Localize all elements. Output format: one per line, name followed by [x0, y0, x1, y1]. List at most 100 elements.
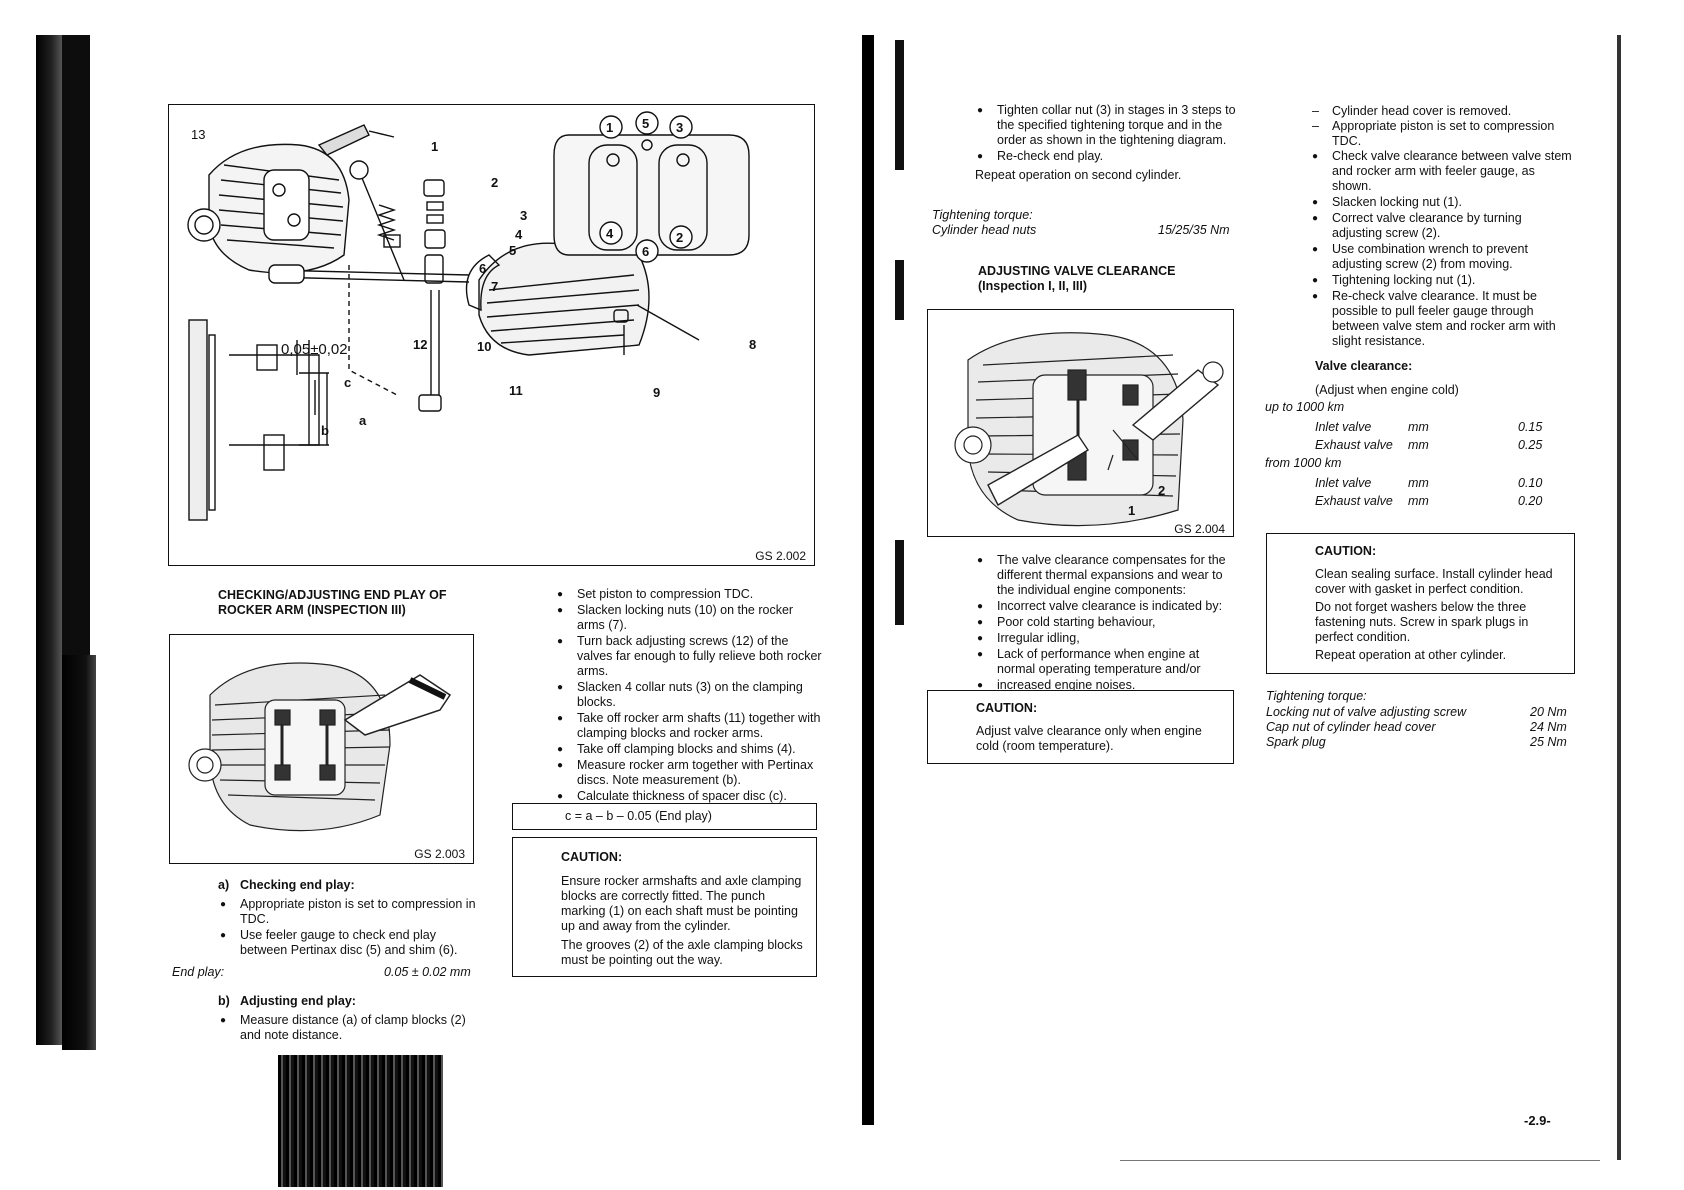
callout-endplay: 0,05±0,02	[281, 341, 348, 358]
rocker-assembly-illustration	[187, 111, 750, 521]
list-item: Tighten collar nut (3) in stages in 3 st…	[975, 103, 1240, 148]
valve-clearance-illustration	[954, 332, 1224, 527]
caution-box-engine-cold: CAUTION: Adjust valve clearance only whe…	[927, 690, 1234, 764]
callout-4: 4	[515, 227, 523, 242]
caution-title: CAUTION:	[561, 850, 623, 864]
figure-end-play-photo: GS 2.003	[169, 634, 474, 864]
scan-edge-left-bottom	[62, 655, 96, 1050]
end-play-photo-illustration	[188, 662, 452, 832]
list-item: Correct valve clearance by turning adjus…	[1310, 211, 1575, 241]
scan-right-edge	[1617, 35, 1621, 1160]
sub-label-b: b)	[218, 994, 230, 1008]
spec-value: 0.20	[1518, 494, 1543, 508]
callout-3: 3	[520, 208, 528, 223]
callout-7: 7	[491, 279, 499, 294]
order-number-1: 1	[606, 120, 614, 135]
formula-text: c = a – b – 0.05 (End play)	[565, 809, 712, 823]
scan-gutter-blob-1	[895, 40, 904, 170]
list-item: Set piston to compression TDC.	[555, 587, 823, 602]
callout-8: 8	[749, 337, 757, 352]
torque-value: 24 Nm	[1530, 720, 1567, 734]
list-item: Tightening locking nut (1).	[1310, 273, 1575, 288]
spec-name: Exhaust valve	[1315, 494, 1393, 508]
caution-title: CAUTION:	[976, 701, 1038, 715]
scan-gutter-mark	[862, 35, 874, 1125]
scan-bottom-block	[278, 1055, 443, 1187]
torque-label: Tightening torque:	[1266, 689, 1367, 703]
list-item: Calculate thickness of spacer disc (c).	[555, 789, 823, 804]
figure-valve-clearance-photo: 2 1 GS 2.004	[927, 309, 1234, 537]
checking-end-play: a) Checking end play: Appropriate piston …	[218, 878, 480, 959]
spec-unit: mm	[1408, 494, 1429, 508]
spec-name: Inlet valve	[1315, 420, 1372, 434]
sub-title-adjusting: Adjusting end play:	[240, 994, 356, 1008]
spec-unit: mm	[1408, 438, 1429, 452]
range-up-to: up to 1000 km	[1265, 400, 1345, 414]
end-play-steps: Set piston to compression TDC. Slacken l…	[555, 587, 823, 805]
scan-gutter-blob-2	[895, 260, 904, 320]
end-play-value: 0.05 ± 0.02 mm	[384, 965, 471, 979]
list-item: Cylinder head cover is removed.	[1310, 104, 1575, 119]
spec-unit: mm	[1408, 476, 1429, 490]
caution-title: CAUTION:	[1315, 544, 1377, 558]
callout-12: 12	[413, 337, 428, 352]
list-item: Re-check valve clearance. It must be pos…	[1310, 289, 1575, 349]
caution-text: Repeat operation at other cylinder.	[1315, 648, 1507, 662]
scan-gutter-blob-3	[895, 540, 904, 625]
scan-edge-left-notch	[62, 35, 90, 655]
list-item: The valve clearance compensates for the …	[975, 553, 1240, 598]
callout-1: 1	[1128, 503, 1136, 518]
spec-value: 0.10	[1518, 476, 1543, 490]
callout-a: a	[359, 413, 367, 428]
list-item: increased engine noises.	[975, 678, 1240, 693]
section-heading-valve-clearance: ADJUSTING VALVE CLEARANCE (Inspection I,…	[978, 264, 1176, 293]
formula-box: c = a – b – 0.05 (End play)	[512, 803, 817, 830]
order-number-3: 3	[676, 120, 684, 135]
order-number-4: 4	[606, 226, 614, 241]
spec-name: Exhaust valve	[1315, 438, 1393, 452]
callout-6: 6	[479, 261, 487, 276]
list-item: Lack of performance when engine at norma…	[975, 647, 1240, 677]
collar-nut-steps: Tighten collar nut (3) in stages in 3 st…	[975, 103, 1240, 183]
scan-edge-left	[36, 35, 62, 1045]
figure-rocker-assembly: 13 1 2 3 4 5 6 7 12 10 11 9 8 0,05±0,02 …	[168, 104, 815, 566]
list-item: Take off rocker arm shafts (11) together…	[555, 711, 823, 741]
list-item: Measure rocker arm together with Pertina…	[555, 758, 823, 788]
list-item: Turn back adjusting screws (12) of the v…	[555, 634, 823, 679]
torque-label: Tightening torque:	[932, 208, 1033, 222]
figure-code: GS 2.004	[1174, 522, 1225, 536]
sub-title-checking: Checking end play:	[240, 878, 355, 892]
callout-5: 5	[509, 243, 517, 258]
list-item: Incorrect valve clearance is indicated b…	[975, 599, 1240, 614]
list-item: Take off clamping blocks and shims (4).	[555, 742, 823, 757]
valve-clearance-note: (Adjust when engine cold)	[1315, 383, 1459, 397]
order-number-2: 2	[676, 230, 684, 245]
list-item: Check valve clearance between valve stem…	[1310, 149, 1575, 194]
order-number-6: 6	[642, 244, 650, 259]
caution-text: The grooves (2) of the axle clamping blo…	[561, 938, 803, 967]
figure-code: GS 2.002	[755, 549, 806, 563]
caution-box-rocker-shafts: CAUTION: Ensure rocker armshafts and axl…	[512, 837, 817, 977]
torque-value: 20 Nm	[1530, 705, 1567, 719]
sub-label-a: a)	[218, 878, 230, 892]
callout-13: 13	[191, 127, 206, 142]
callout-2: 2	[1158, 483, 1166, 498]
adjusting-end-play: b)Adjusting end play: Measure distance (…	[218, 994, 480, 1044]
callout-9: 9	[653, 385, 661, 400]
torque-value: 25 Nm	[1530, 735, 1567, 749]
list-item: Slacken 4 collar nuts (3) on the clampin…	[555, 680, 823, 710]
list-item: Use combination wrench to prevent adjust…	[1310, 242, 1575, 272]
list-item: Irregular idling,	[975, 631, 1240, 646]
list-item: Slacken locking nuts (10) on the rocker …	[555, 603, 823, 633]
list-item: Appropriate piston is set to compression…	[218, 897, 480, 927]
page-number: -2.9-	[1524, 1113, 1551, 1128]
callout-2: 2	[491, 175, 499, 190]
caution-text: Clean sealing surface. Install cylinder …	[1315, 567, 1553, 596]
callout-11: 11	[509, 383, 523, 398]
spec-name: Inlet valve	[1315, 476, 1372, 490]
repeat-note: Repeat operation on second cylinder.	[975, 168, 1182, 182]
torque-value: 15/25/35 Nm	[1158, 223, 1230, 237]
spec-value: 0.25	[1518, 438, 1543, 452]
end-play-label: End play:	[172, 965, 225, 979]
callout-b: b	[321, 423, 329, 438]
